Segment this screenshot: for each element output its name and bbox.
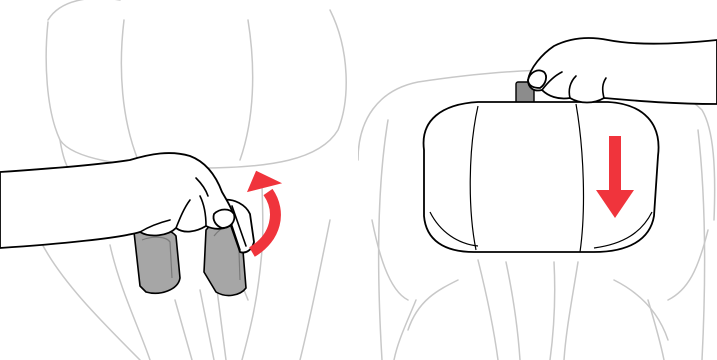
headrest — [424, 102, 659, 252]
right-illustration — [358, 0, 717, 360]
panel-right — [358, 0, 717, 360]
harness-pad-left — [134, 229, 180, 294]
hand-right — [528, 38, 717, 104]
left-illustration — [0, 0, 358, 360]
hand-left — [0, 153, 234, 248]
thumbnail-left — [213, 210, 234, 229]
panel-left — [0, 0, 358, 360]
